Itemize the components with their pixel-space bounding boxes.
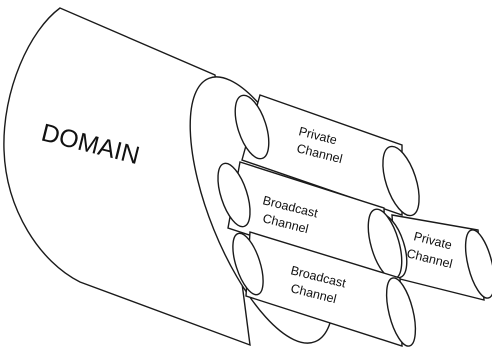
broadcast-channel-pipe-middle	[217, 161, 403, 281]
pipe-front-cap	[382, 145, 420, 217]
domain-cylinder-body	[3, 7, 251, 347]
pipe-back-cap	[234, 94, 270, 160]
private-channel-pipe-top	[234, 94, 420, 217]
broadcast-channel-pipe-bottom	[232, 231, 417, 347]
pipe-front-cap	[385, 277, 417, 347]
pipe-back-cap	[217, 162, 251, 228]
pipe-back-cap	[232, 232, 264, 296]
